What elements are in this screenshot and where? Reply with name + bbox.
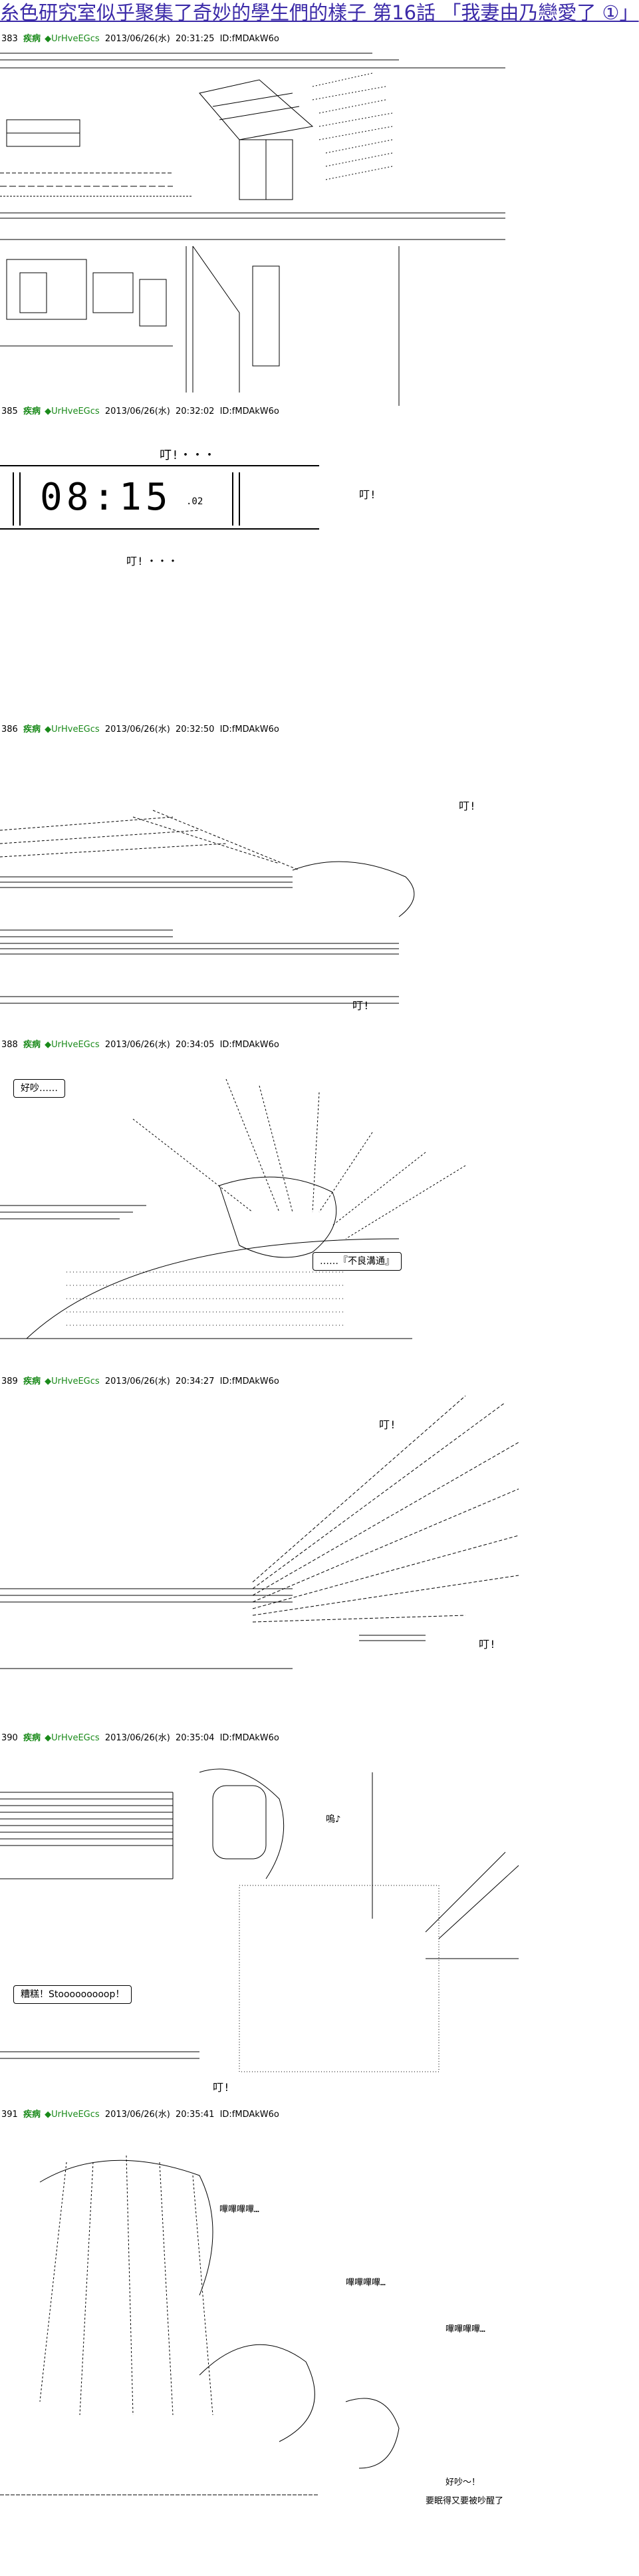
post-date: 2013/06/26(水): [104, 1376, 170, 1386]
poster-name: 疾病: [23, 1733, 41, 1743]
ascii-art-girl-sleeping: 嗶嗶嗶嗶… 嗶嗶嗶嗶… 嗶嗶嗶嗶… 好吵～！ 要眠得又要被吵醒了: [0, 2122, 539, 2575]
post-383: 383 疾病 ◆UrHveEGcs 2013/06/26(水) 20:31:25…: [0, 32, 539, 406]
speech-bubble: 糟糕！Stooooooooop！: [13, 1985, 132, 2004]
post-number: 389: [1, 1376, 18, 1386]
post-number: 385: [1, 406, 18, 416]
post-date: 2013/06/26(水): [104, 406, 170, 416]
art-svg: [0, 465, 319, 530]
post-number: 391: [1, 2110, 18, 2120]
poster-name: 疾病: [23, 724, 41, 734]
sfx-text: 嗶嗶嗶嗶…: [346, 2278, 386, 2288]
post-id: ID:fMDAkW6o: [219, 34, 279, 44]
sfx-ring: 叮!: [459, 800, 476, 812]
post-header: 390 疾病 ◆UrHveEGcs 2013/06/26(水) 20:35:04…: [1, 1731, 279, 1746]
art-svg: [0, 1078, 466, 1339]
sfx-text: 嗚♪: [326, 1814, 341, 1825]
post-header: 386 疾病 ◆UrHveEGcs 2013/06/26(水) 20:32:50…: [1, 723, 279, 737]
post-time: 20:35:41: [176, 2110, 215, 2120]
post-time: 20:34:27: [176, 1376, 215, 1386]
post-time: 20:31:25: [176, 34, 215, 44]
sfx-ring: 叮!: [379, 1418, 396, 1431]
sfx-ring: 叮!: [352, 999, 370, 1012]
poster-name: 疾病: [23, 1376, 41, 1386]
sfx-text: 好吵～！: [446, 2478, 481, 2488]
art-svg: [0, 53, 505, 406]
art-svg: [0, 810, 415, 1004]
sfx-dots: ・・・: [180, 448, 215, 462]
post-number: 383: [1, 34, 18, 44]
sfx-ring: 叮!: [359, 488, 376, 501]
sfx-text: 要眠得又要被吵醒了: [426, 2496, 504, 2506]
ascii-art-bed-scene: 叮! 叮!: [0, 737, 539, 1017]
sfx-text: 嗶嗶嗶嗶…: [219, 2205, 259, 2215]
post-header: 383 疾病 ◆UrHveEGcs 2013/06/26(水) 20:31:25…: [1, 32, 279, 47]
post-389: 389 疾病 ◆UrHveEGcs 2013/06/26(水) 20:34:27…: [0, 1374, 539, 1687]
poster-trip: ◆UrHveEGcs: [45, 2110, 100, 2120]
ascii-art-house-scene: [0, 47, 539, 406]
speech-bubble: ……『不良溝通』: [313, 1252, 402, 1271]
post-date: 2013/06/26(水): [104, 724, 170, 734]
poster-trip: ◆UrHveEGcs: [45, 1733, 100, 1743]
post-time: 20:32:02: [176, 406, 215, 416]
post-385: 385 疾病 ◆UrHveEGcs 2013/06/26(水) 20:32:02…: [0, 404, 539, 567]
sfx-text: 嗶嗶嗶嗶…: [446, 2325, 485, 2334]
sfx-ring: 叮!: [126, 555, 144, 567]
post-number: 390: [1, 1733, 18, 1743]
ascii-art-alarm-clock: 08:15 .02 叮! ・・・ 叮! 叮! ・・・: [0, 419, 539, 572]
ascii-art-girl-waking: 好吵…… ……『不良溝通』: [0, 1052, 539, 1345]
post-391: 391 疾病 ◆UrHveEGcs 2013/06/26(水) 20:35:41…: [0, 2108, 539, 2573]
ascii-art-alarm-slam: 叮! 叮!: [0, 1389, 539, 1689]
clock-seconds: .02: [186, 496, 203, 507]
post-id: ID:fMDAkW6o: [219, 1040, 279, 1050]
post-id: ID:fMDAkW6o: [219, 724, 279, 734]
poster-trip: ◆UrHveEGcs: [45, 1376, 100, 1386]
sfx-ring: 叮!: [213, 2081, 230, 2094]
post-header: 389 疾病 ◆UrHveEGcs 2013/06/26(水) 20:34:27…: [1, 1374, 279, 1389]
sfx-ring: 叮!: [479, 1638, 496, 1651]
post-number: 388: [1, 1040, 18, 1050]
sfx-ring: 叮!: [160, 448, 179, 462]
post-id: ID:fMDAkW6o: [219, 2110, 279, 2120]
post-time: 20:35:04: [176, 1733, 215, 1743]
poster-name: 疾病: [23, 1040, 41, 1050]
poster-name: 疾病: [23, 34, 41, 44]
post-id: ID:fMDAkW6o: [219, 406, 279, 416]
post-number: 386: [1, 724, 18, 734]
post-id: ID:fMDAkW6o: [219, 1376, 279, 1386]
post-date: 2013/06/26(水): [104, 2110, 170, 2120]
page-title: 糸色研究室似乎聚集了奇妙的學生們的樣子 第16話 「我妻由乃戀愛了 ①」: [0, 1, 639, 24]
post-time: 20:32:50: [176, 724, 215, 734]
post-date: 2013/06/26(水): [104, 1733, 170, 1743]
post-id: ID:fMDAkW6o: [219, 1733, 279, 1743]
poster-trip: ◆UrHveEGcs: [45, 406, 100, 416]
speech-bubble: 好吵……: [13, 1079, 65, 1098]
poster-name: 疾病: [23, 2110, 41, 2120]
clock-digits: 08:15: [40, 476, 172, 519]
post-date: 2013/06/26(水): [104, 1040, 170, 1050]
post-date: 2013/06/26(水): [104, 34, 170, 44]
poster-trip: ◆UrHveEGcs: [45, 724, 100, 734]
post-header: 385 疾病 ◆UrHveEGcs 2013/06/26(水) 20:32:02…: [1, 404, 279, 419]
post-390: 390 疾病 ◆UrHveEGcs 2013/06/26(水) 20:35:04…: [0, 1731, 539, 2104]
ascii-art-clock-broken: 糟糕！Stooooooooop！ 嗚♪ 叮!: [0, 1746, 539, 2105]
art-svg: [0, 1395, 519, 1669]
poster-trip: ◆UrHveEGcs: [45, 34, 100, 44]
poster-trip: ◆UrHveEGcs: [45, 1040, 100, 1050]
post-388: 388 疾病 ◆UrHveEGcs 2013/06/26(水) 20:34:05…: [0, 1038, 539, 1344]
art-svg: [0, 1768, 519, 2072]
post-header: 388 疾病 ◆UrHveEGcs 2013/06/26(水) 20:34:05…: [1, 1038, 279, 1052]
sfx-dots: ・・・: [146, 555, 179, 567]
post-386: 386 疾病 ◆UrHveEGcs 2013/06/26(水) 20:32:50…: [0, 723, 539, 1012]
post-header: 391 疾病 ◆UrHveEGcs 2013/06/26(水) 20:35:41…: [1, 2108, 279, 2122]
art-svg: [0, 2155, 400, 2496]
poster-name: 疾病: [23, 406, 41, 416]
post-time: 20:34:05: [176, 1040, 215, 1050]
